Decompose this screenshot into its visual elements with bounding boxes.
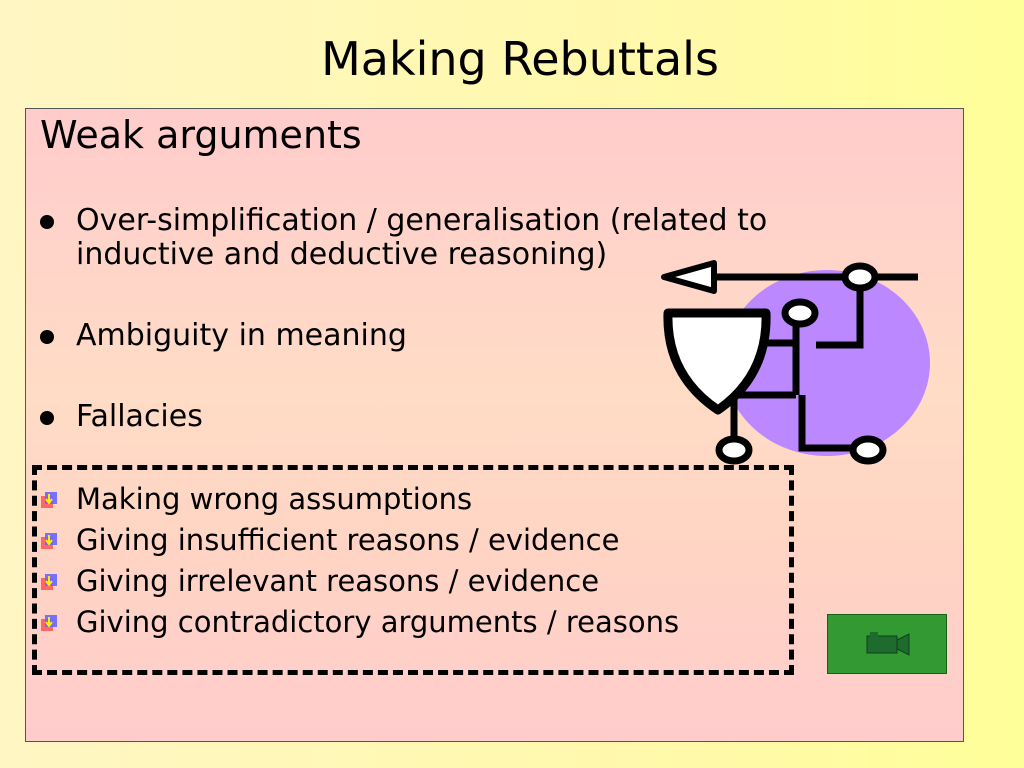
sub-bullet-text: Making wrong assumptions <box>76 482 473 516</box>
sub-bullet-icon <box>41 574 57 590</box>
sub-bullet-icon <box>41 615 57 631</box>
bullet-text: Fallacies <box>76 399 203 434</box>
dashed-highlight-box <box>32 465 794 675</box>
sub-bullet-icon <box>41 533 57 549</box>
slide-title: Making Rebuttals <box>321 32 719 86</box>
sub-bullet-text: Giving insufficient reasons / evidence <box>76 523 620 557</box>
sub-bullet-icon <box>41 492 57 508</box>
sub-bullet-text: Giving irrelevant reasons / evidence <box>76 564 600 598</box>
bullet-text: inductive and deductive reasoning) <box>76 237 608 272</box>
movie-camera-icon <box>866 632 910 656</box>
section-heading: Weak arguments <box>40 113 362 157</box>
bullet-text: Over-simplification / generalisation (re… <box>76 203 768 238</box>
bullet-dot-icon <box>40 330 54 344</box>
movie-action-button[interactable] <box>827 614 947 674</box>
bullet-dot-icon <box>40 411 54 425</box>
bullet-text: Ambiguity in meaning <box>76 318 407 353</box>
logic-circuit-clipart-icon <box>661 260 930 465</box>
bullet-dot-icon <box>40 215 54 229</box>
sub-bullet-text: Giving contradictory arguments / reasons <box>76 605 680 639</box>
